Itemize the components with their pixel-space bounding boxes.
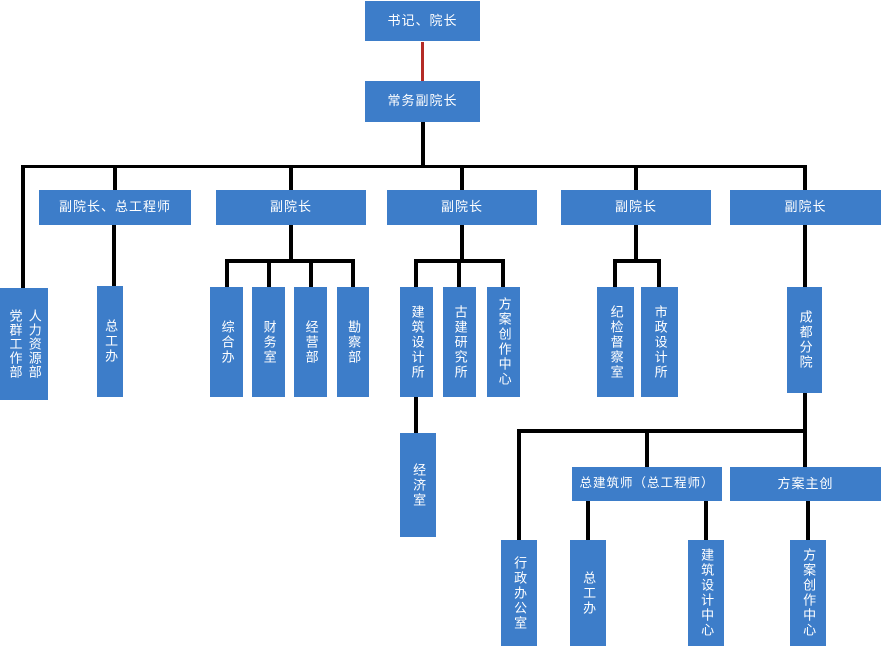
connector-vp4-to-chengdu [803,225,807,288]
connector-vp3-child-1 [613,259,617,288]
org-node-architectural-design-center: 建筑设计中心 [688,540,724,646]
org-node-chief-engineer-office: 总工办 [97,286,123,397]
connector-vp2-stem [460,225,464,261]
connector-vp1-stem [289,225,293,261]
org-node-secretary-president: 书记、院长 [365,1,480,41]
connector-vp1-child-2 [267,259,271,288]
node-label: 副院长 [269,199,312,215]
connector-vp1-horizontal [225,259,355,263]
connector-main-horizontal [21,165,806,168]
connector-to-vp2 [460,165,464,190]
connector-vp3-horizontal [613,259,661,263]
connector-to-vp4 [803,165,807,190]
connector-to-party-mass-hr [21,165,25,289]
org-node-chief-engineer-office-branch: 总工办 [570,540,606,646]
node-label: 副院长 [614,199,657,215]
node-label: 成都分院 [797,310,813,370]
node-label: 方案创作中心 [801,548,817,638]
org-node-party-mass-and-hr-dept: 党群工作部 人力资源部 [0,288,48,400]
org-node-vice-president-2: 副院长 [387,190,537,225]
connector-vp1-child-3 [309,259,313,288]
org-node-vice-president-chief-engineer: 副院长、总工程师 [39,190,191,225]
org-node-discipline-inspection-office: 纪检督察室 [597,287,634,397]
connector-evp-trunk [421,122,425,166]
org-node-vice-president-4: 副院长 [730,190,881,225]
connector-vp2-child-2 [457,259,461,288]
org-node-business-dept: 经营部 [294,287,327,397]
connector-vp1-child-1 [225,259,229,288]
connector-to-economy-office [414,397,418,434]
org-node-architectural-design-institute: 建筑设计所 [400,287,433,397]
org-node-survey-dept: 勘察部 [337,287,369,397]
connector-vp2-child-1 [414,259,418,288]
connector-secretary-to-evp-red [421,42,424,81]
node-label: 行政办公室 [512,555,528,631]
node-label: 方案创作中心 [496,297,512,387]
connector-to-vp3 [634,165,638,190]
node-label: 方案主创 [777,475,834,491]
node-label: 经营部 [303,319,319,365]
connector-vp1-child-4 [351,259,355,288]
party-mass-dept-label: 党群工作部 [7,309,23,379]
org-node-municipal-design-institute: 市政设计所 [641,287,678,397]
node-label: 财务室 [261,319,277,365]
node-label: 常务副院长 [387,93,458,109]
node-label: 建筑设计所 [409,304,425,380]
node-label: 副院长 [784,199,827,215]
connector-to-admin-office [517,429,521,541]
org-node-chengdu-branch: 成都分院 [787,287,822,393]
node-label: 副院长 [440,199,483,215]
org-node-vice-president-1: 副院长 [216,190,366,225]
org-node-chief-architect-chief-engineer: 总建筑师（总工程师） [572,467,722,501]
node-label: 古建研究所 [452,304,468,380]
org-node-economy-office: 经济室 [400,433,436,537]
org-node-administrative-office: 行政办公室 [501,540,537,646]
node-label: 建筑设计中心 [699,548,715,638]
connector-ca-to-design-center [704,501,708,541]
org-node-scheme-lead-creator: 方案主创 [730,467,881,501]
connector-vp2-child-3 [501,259,505,288]
org-node-finance-office: 财务室 [252,287,285,397]
org-node-executive-vice-president: 常务副院长 [365,81,480,122]
connector-vpce-to-ceo-office [112,225,116,287]
node-label: 纪检督察室 [608,304,624,380]
node-label: 总工办 [581,570,597,616]
node-label: 书记、院长 [387,12,458,28]
connector-vp3-child-2 [657,259,661,288]
org-node-scheme-creation-center: 方案创作中心 [487,287,520,397]
connector-ca-to-ceo-office [586,501,590,541]
org-node-vice-president-3: 副院长 [561,190,711,225]
node-label: 总建筑师（总工程师） [579,476,715,491]
node-label: 副院长、总工程师 [58,199,171,215]
connector-vp3-stem [634,225,638,261]
node-label: 综合办 [219,319,235,365]
node-label: 勘察部 [346,319,362,365]
connector-to-chief-architect [645,429,649,468]
node-label: 市政设计所 [652,304,668,380]
org-node-ancient-architecture-research-institute: 古建研究所 [443,287,476,397]
connector-to-vp-chief-engineer [113,165,117,190]
connector-to-vp1 [289,165,293,190]
org-node-general-office: 综合办 [210,287,243,397]
connector-slc-to-creation-center [806,501,810,541]
org-node-scheme-creation-center-branch: 方案创作中心 [790,540,826,646]
node-label: 经济室 [411,462,427,508]
connector-chengdu-horizontal [517,429,807,433]
hr-dept-label: 人力资源部 [26,309,42,379]
node-label: 总工办 [103,319,119,364]
